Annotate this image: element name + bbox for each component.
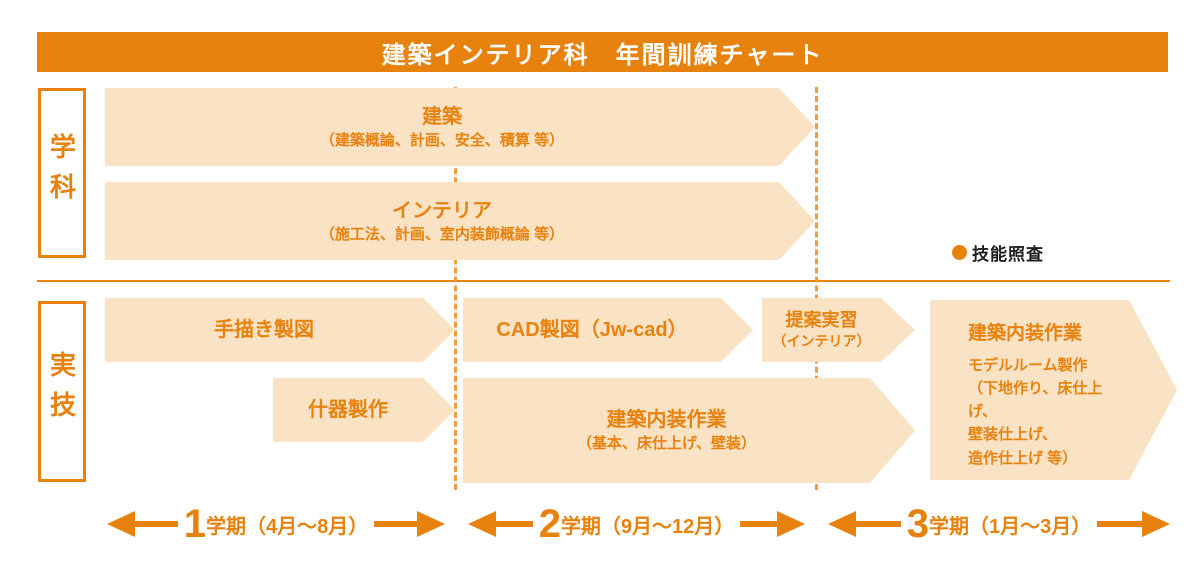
axis-line (856, 521, 901, 527)
term1-axis: 1 学期（4月～8月） (107, 504, 445, 544)
axis-line (1097, 521, 1142, 527)
term-range: 学期（4月～8月） (206, 515, 369, 538)
band-title: 建築内装作業 (968, 323, 1083, 344)
band-detail-line: モデルルーム製作 (968, 356, 1088, 374)
term-range: 学期（9月～12月） (560, 515, 735, 538)
term3-label: 3 学期（1月～3月） (907, 504, 1092, 544)
band-proposal-practice: 提案実習 （インテリア） (762, 298, 915, 362)
band-interior-finishing-basic: 建築内装作業 （基本、床仕上げ、壁装） (463, 378, 915, 483)
section-divider-line (37, 280, 1170, 282)
section-label-academic: 学科 (38, 88, 86, 258)
band-fixture-making: 什器製作 (273, 378, 455, 442)
term3-axis: 3 学期（1月～3月） (828, 504, 1170, 544)
band-subtitle: （施工法、計画、室内装飾概論 等） (319, 225, 565, 243)
band-title: CAD製図（Jw-cad） (496, 319, 688, 341)
arrowhead-left-icon (828, 511, 856, 537)
legend-label: 技能照査 (972, 245, 1044, 264)
axis-line (135, 521, 178, 527)
arrowhead-right-icon (777, 511, 805, 537)
arrowhead-left-icon (107, 511, 135, 537)
term2-axis: 2 学期（9月～12月） (468, 504, 805, 544)
axis-line (374, 521, 417, 527)
band-architecture: 建築 （建築概論、計画、安全、積算 等） (105, 88, 815, 166)
band-detail-line: 壁装仕上げ、 (968, 426, 1057, 444)
axis-line (496, 521, 533, 527)
band-subtitle: （インテリア） (772, 332, 871, 349)
term2-term3-dashed-divider (815, 87, 818, 490)
band-detail-line: 造作仕上げ 等） (968, 449, 1078, 467)
band-hand-drafting: 手描き製図 (105, 298, 455, 362)
arrowhead-left-icon (468, 511, 496, 537)
bullet-icon (952, 245, 967, 260)
term2-label: 2 学期（9月～12月） (539, 504, 735, 544)
band-subtitle: （建築概論、計画、安全、積算 等） (319, 131, 565, 149)
band-subtitle: （基本、床仕上げ、壁装） (577, 435, 756, 452)
arrowhead-right-icon (1142, 511, 1170, 537)
section-label-academic-text: 学科 (46, 132, 77, 214)
band-cad-drafting: CAD製図（Jw-cad） (463, 298, 753, 362)
term-number: 1 (183, 502, 206, 546)
term-number: 3 (906, 502, 929, 546)
section-label-practical-text: 実技 (46, 351, 77, 432)
term-range: 学期（1月～3月） (929, 515, 1092, 538)
section-label-practical: 実技 (38, 301, 86, 482)
axis-line (740, 521, 777, 527)
title-banner: 建築インテリア科 年間訓練チャート (37, 32, 1168, 72)
band-title: インテリア (392, 199, 492, 222)
band-interior: インテリア （施工法、計画、室内装飾概論 等） (105, 182, 815, 260)
band-title: 什器製作 (308, 399, 388, 421)
band-title: 建築 (422, 105, 462, 128)
arrowhead-right-icon (417, 511, 445, 537)
band-detail-line: （下地作り、床仕上げ、 (968, 379, 1103, 421)
term1-label: 1 学期（4月～8月） (184, 504, 369, 544)
band-title: 提案実習 (785, 310, 858, 331)
band-interior-finishing-model-room: 建築内装作業 モデルルーム製作 （下地作り、床仕上げ、 壁装仕上げ、 造作仕上げ… (930, 300, 1177, 480)
band-title: 建築内装作業 (606, 409, 727, 431)
term1-term2-dashed-divider (454, 87, 457, 490)
band-title: 手描き製図 (214, 319, 314, 341)
page-title: 建築インテリア科 年間訓練チャート (381, 41, 824, 69)
legend-skill-check: 技能照査 (952, 240, 1044, 265)
term-number: 2 (538, 502, 561, 546)
